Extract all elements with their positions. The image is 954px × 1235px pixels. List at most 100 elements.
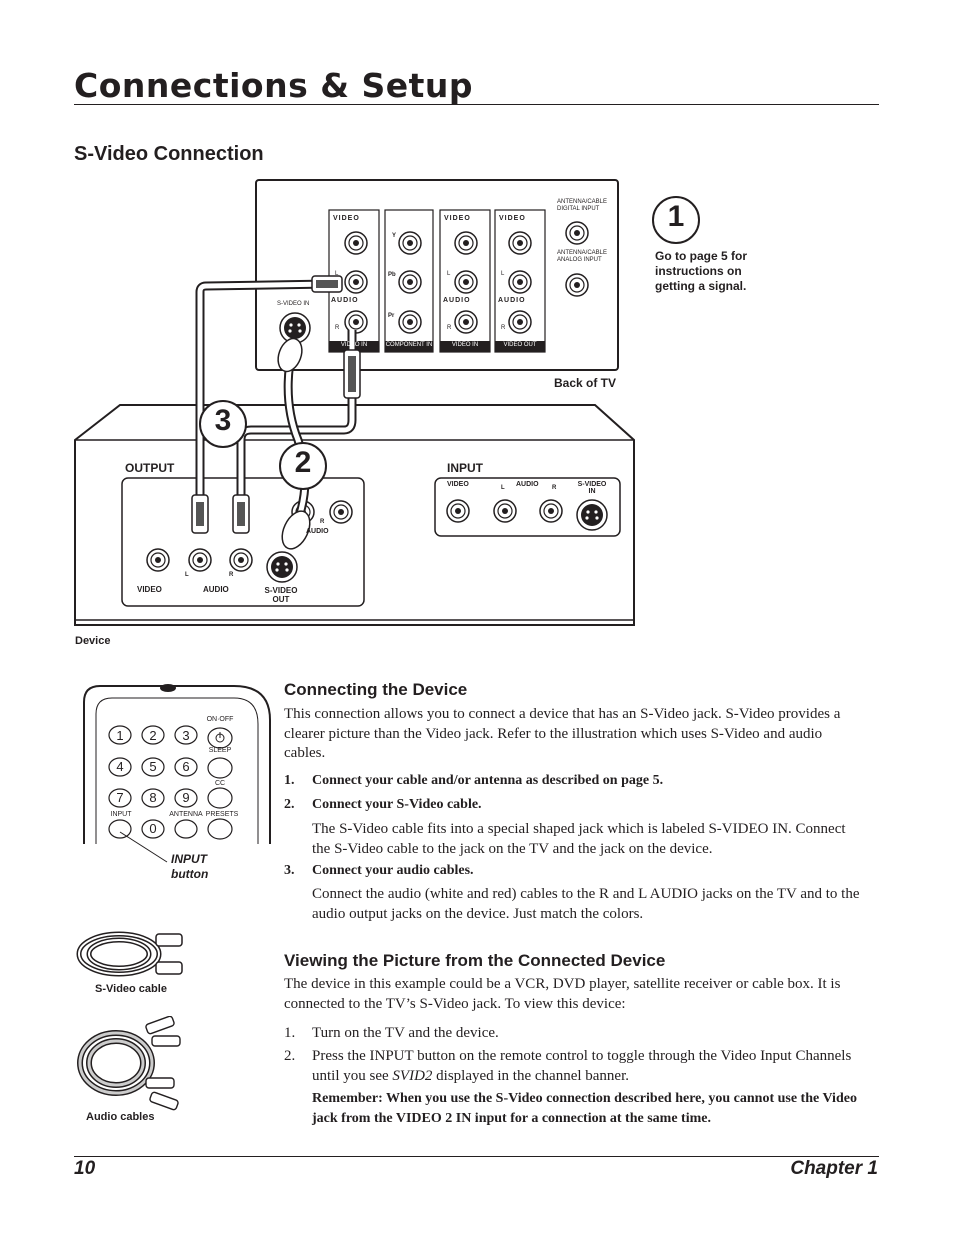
svid2-text: SVID2 bbox=[392, 1067, 433, 1084]
viewing-step-1-num: 1. bbox=[284, 1025, 296, 1041]
device-svideo-in-label: S-VIDEO IN bbox=[577, 481, 607, 495]
audio-cables-label: Audio cables bbox=[86, 1111, 155, 1123]
tv-pr-jack bbox=[398, 310, 422, 334]
device-in-l-label: L bbox=[501, 485, 505, 491]
device-audio-l-in-jack bbox=[493, 499, 517, 523]
step-badge-1 bbox=[652, 196, 700, 244]
device-small-r-label: R bbox=[320, 519, 325, 525]
tv-audio-l-jack-2 bbox=[454, 270, 478, 294]
remote-key-1[interactable]: 1 bbox=[116, 728, 124, 743]
tv-group-label-3: VIDEO IN bbox=[451, 342, 479, 348]
step-badge-3-label: 3 bbox=[214, 404, 232, 437]
viewing-heading: Viewing the Picture from the Connected D… bbox=[284, 951, 666, 970]
step-badge-2 bbox=[279, 442, 327, 490]
connecting-step-1: Connect your cable and/or antenna as des… bbox=[312, 773, 664, 788]
remote-antenna-label[interactable]: ANTENNA bbox=[169, 811, 203, 818]
antenna-analog-label: ANTENNA/CABLE ANALOG INPUT bbox=[557, 250, 608, 263]
tv-y-jack bbox=[398, 231, 422, 255]
step-badge-1-label: 1 bbox=[667, 200, 685, 233]
tv-video-label-3: VIDEO bbox=[499, 215, 526, 222]
connecting-step-3: Connect your audio cables. bbox=[312, 863, 474, 878]
tv-svideo-plug bbox=[277, 337, 303, 373]
remote-key-9[interactable]: 9 bbox=[182, 790, 190, 805]
connecting-heading: Connecting the Device bbox=[284, 680, 468, 699]
tv-antenna-analog-jack bbox=[565, 273, 589, 297]
tv-audio-out-l-jack bbox=[508, 270, 532, 294]
audio-cables-illustration bbox=[77, 1016, 181, 1111]
connecting-intro: This connection allows you to connect a … bbox=[284, 706, 841, 761]
remote-on-off-label[interactable]: ON·OFF bbox=[206, 716, 234, 723]
tv-svideo-in-label: S-VIDEO IN bbox=[277, 301, 310, 307]
viewing-step-2-num: 2. bbox=[284, 1048, 296, 1064]
input-button-caption: INPUT button bbox=[171, 852, 209, 881]
step1-note: Go to page 5 for instructions on getting… bbox=[655, 249, 748, 293]
remote-key-2[interactable]: 2 bbox=[149, 728, 157, 743]
device-audio-r-small-jack bbox=[329, 500, 353, 524]
tv-r-label-2: R bbox=[447, 325, 452, 331]
tv-r-label-1: R bbox=[335, 325, 340, 331]
tv-pr-label: Pr bbox=[388, 313, 395, 319]
section-heading: S-Video Connection bbox=[74, 143, 264, 165]
svideo-cable-illustration bbox=[76, 931, 183, 977]
viewing-step-2-post: displayed in the channel banner. bbox=[436, 1067, 630, 1084]
device-svideo-plug bbox=[281, 510, 311, 550]
page-title: Connections & Setup bbox=[74, 66, 474, 105]
remote-key-8[interactable]: 8 bbox=[149, 790, 157, 805]
device-input-label: INPUT bbox=[447, 461, 483, 475]
step-badge-3 bbox=[199, 400, 247, 448]
input-button-leader-line bbox=[119, 831, 168, 863]
svideo-cable-label: S-Video cable bbox=[95, 983, 167, 995]
remote-key-5[interactable]: 5 bbox=[149, 759, 157, 774]
tv-group-label-4: VIDEO OUT bbox=[503, 342, 537, 348]
remote-cc-label[interactable]: CC bbox=[214, 780, 226, 787]
device-audio-r-in-jack bbox=[539, 499, 563, 523]
device-r-label: R bbox=[229, 572, 234, 578]
device-l-label: L bbox=[185, 572, 189, 578]
tv-video-label-2: VIDEO bbox=[444, 215, 471, 222]
device-svideo-out-jack bbox=[266, 551, 298, 583]
tv-video-out-jack bbox=[508, 231, 532, 255]
chapter-label: Chapter 1 bbox=[790, 1158, 878, 1179]
tv-group-label-2: COMPONENT IN bbox=[385, 342, 433, 348]
device-video-out-label: VIDEO bbox=[137, 585, 162, 594]
tv-audio-out-r-jack bbox=[508, 310, 532, 334]
remember-note: Remember: When you use the S-Video conne… bbox=[312, 1091, 857, 1126]
device-svideo-in-jack bbox=[576, 499, 608, 531]
connecting-step-2-num: 2. bbox=[284, 797, 295, 812]
device-audio-out-label: AUDIO bbox=[203, 585, 229, 594]
viewing-step-2-pre: Press the INPUT button on the remote con… bbox=[312, 1048, 852, 1084]
tv-audio-label-3: AUDIO bbox=[498, 297, 526, 304]
viewing-intro: The device in this example could be a VC… bbox=[284, 976, 841, 1012]
remote-input-label[interactable]: INPUT bbox=[110, 811, 132, 818]
tv-pb-label: Pb bbox=[388, 272, 396, 278]
connecting-step-1-num: 1. bbox=[284, 773, 295, 788]
connecting-step-3-detail: Connect the audio (white and red) cables… bbox=[312, 886, 860, 922]
remote-key-0[interactable]: 0 bbox=[149, 821, 157, 836]
remote-key-6[interactable]: 6 bbox=[182, 759, 190, 774]
device-label: Device bbox=[75, 635, 111, 647]
connecting-step-2-detail: The S-Video cable fits into a special sh… bbox=[312, 821, 846, 857]
page-number: 10 bbox=[74, 1158, 96, 1179]
tv-l-label-2: L bbox=[447, 271, 451, 277]
device-audio-l-out-jack bbox=[188, 548, 212, 572]
device-small-audio-label: AUDIO bbox=[306, 528, 329, 535]
tv-r-label-3: R bbox=[501, 325, 506, 331]
remote-presets-label[interactable]: PRESETS bbox=[205, 811, 239, 818]
remote-key-3[interactable]: 3 bbox=[182, 728, 190, 743]
tv-group-label-1: VIDEO IN bbox=[340, 342, 368, 348]
viewing-step-1: Turn on the TV and the device. bbox=[312, 1025, 499, 1041]
remote-key-4[interactable]: 4 bbox=[116, 759, 124, 774]
viewing-step-2: Press the INPUT button on the remote con… bbox=[312, 1047, 872, 1086]
connecting-step-3-num: 3. bbox=[284, 863, 295, 878]
device-in-r-label: R bbox=[552, 485, 557, 491]
title-rule bbox=[74, 104, 879, 105]
tv-antenna-digital-jack bbox=[565, 221, 589, 245]
device-output-label: OUTPUT bbox=[125, 461, 175, 475]
device-audio-in-label: AUDIO bbox=[516, 481, 539, 488]
remote-sleep-label[interactable]: SLEEP bbox=[208, 747, 232, 754]
tv-audio-r-jack-1 bbox=[344, 310, 368, 334]
tv-video-label-1: VIDEO bbox=[333, 215, 360, 222]
device-video-in-jack bbox=[446, 499, 470, 523]
tv-audio-r-jack-2 bbox=[454, 310, 478, 334]
remote-key-7[interactable]: 7 bbox=[116, 790, 124, 805]
